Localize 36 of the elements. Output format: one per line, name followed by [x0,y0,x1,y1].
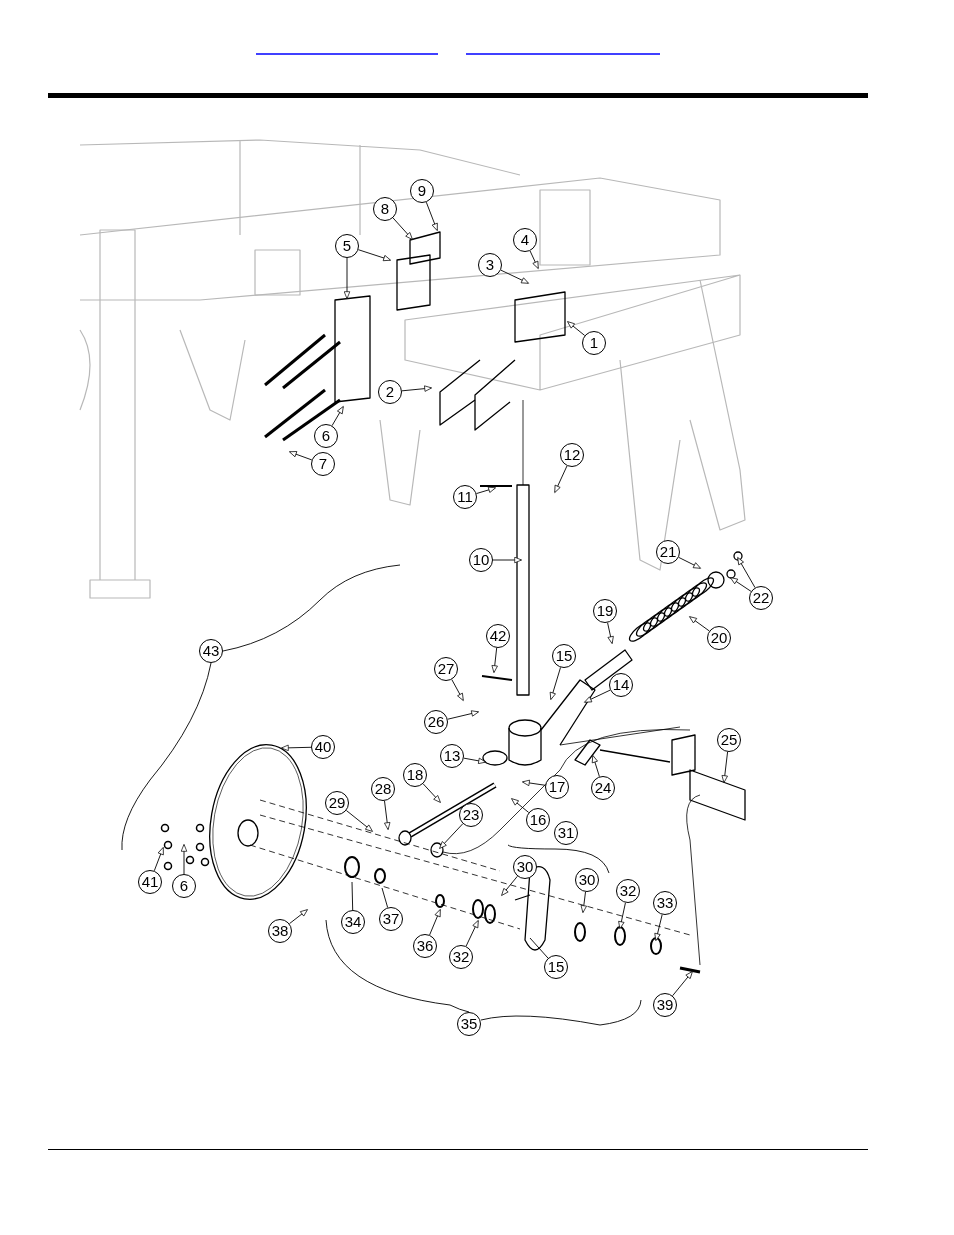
callout-number: 1 [582,331,606,355]
callout-number: 6 [172,874,196,898]
callout-number: 22 [749,586,773,610]
callout-number: 39 [653,993,677,1017]
callout-number: 30 [575,868,599,892]
callout-number: 33 [653,891,677,915]
callout-number: 40 [311,735,335,759]
leader-line [351,881,354,911]
callout-number: 14 [609,673,633,697]
callout-number: 8 [373,197,397,221]
callout-number: 2 [378,380,402,404]
callout-number: 29 [325,791,349,815]
callout-number: 27 [434,657,458,681]
callout-number: 38 [268,919,292,943]
callout-number: 5 [335,234,359,258]
callout-number: 20 [707,626,731,650]
callout-number: 21 [656,540,680,564]
callout-number: 10 [469,548,493,572]
callout-number: 4 [513,228,537,252]
callout-number: 18 [403,763,427,787]
callout-number: 26 [424,710,448,734]
leader-line [381,887,389,908]
callout-number: 42 [486,624,510,648]
callout-number: 3 [478,253,502,277]
callout-number: 41 [138,870,162,894]
callout-number: 7 [311,452,335,476]
callout-number: 11 [453,485,477,509]
callout-number: 9 [410,179,434,203]
callout-number: 15 [552,644,576,668]
callout-number: 12 [560,443,584,467]
callout-number: 6 [314,424,338,448]
callout-number: 28 [371,777,395,801]
callout-number: 25 [717,728,741,752]
callout-number: 19 [593,599,617,623]
callout-number: 32 [616,879,640,903]
callout-number: 43 [199,639,223,663]
